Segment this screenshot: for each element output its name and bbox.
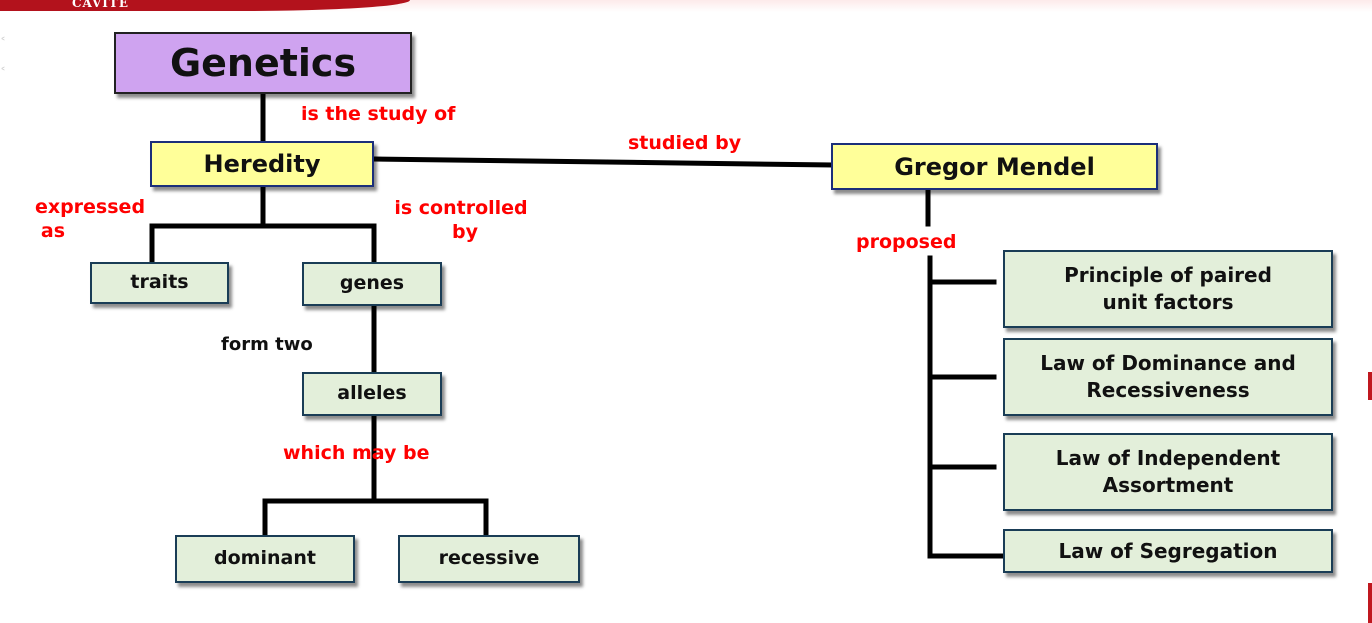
- link-label-form-two: form two: [221, 334, 313, 355]
- node-recessive: recessive: [398, 535, 580, 583]
- right-edge-marker: [1368, 583, 1372, 623]
- link-label-is-the-study-of: is the study of: [301, 103, 456, 125]
- link-label-proposed: proposed: [856, 231, 957, 253]
- node-heredity: Heredity: [150, 141, 374, 187]
- right-edge-marker: [1368, 372, 1372, 400]
- node-alleles: alleles: [302, 372, 442, 416]
- connector-heredity-mendel: [372, 156, 834, 168]
- link-label-line: as: [40, 219, 66, 242]
- link-label-line: expressed: [34, 196, 146, 218]
- institution-logo-banner: CAVITE: [0, 0, 410, 11]
- node-genetics: Genetics: [114, 32, 412, 94]
- link-label-line: is controlled: [394, 197, 528, 219]
- link-label-is-controlled-by: is controlled by: [378, 197, 544, 245]
- node-gregor-mendel: Gregor Mendel: [831, 143, 1158, 190]
- edge-tick-icon: ˂: [0, 36, 6, 50]
- node-law-of-dominance: Law of Dominance and Recessiveness: [1003, 338, 1333, 416]
- node-law-of-segregation: Law of Segregation: [1003, 529, 1333, 573]
- node-dominant: dominant: [175, 535, 355, 583]
- link-label-expressed-as: expressed as: [24, 196, 156, 244]
- link-label-studied-by: studied by: [628, 132, 742, 154]
- logo-text: CAVITE: [72, 0, 129, 10]
- link-label-line: by: [452, 220, 478, 243]
- node-principle-of-paired-unit-factors: Principle of paired unit factors: [1003, 250, 1333, 328]
- edge-tick-icon: ˂: [0, 66, 6, 80]
- link-label-which-may-be: which may be: [283, 442, 430, 464]
- node-genes: genes: [302, 262, 442, 306]
- node-traits: traits: [90, 262, 229, 304]
- node-law-of-independent-assortment: Law of Independent Assortment: [1003, 433, 1333, 511]
